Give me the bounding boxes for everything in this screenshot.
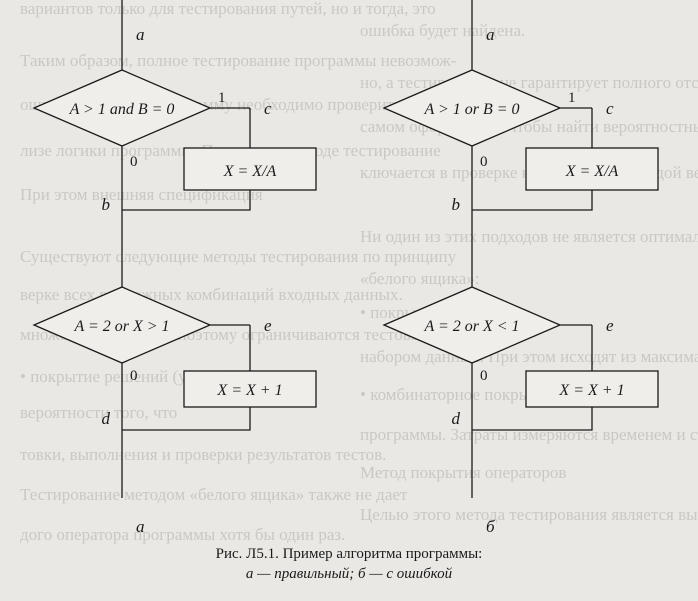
process-1-statement: X = X/A	[223, 163, 277, 180]
bleed-through-line: товки, выполнения и проверки результатов…	[20, 445, 386, 464]
flowchart-figure: вариантов только для тестирования путей,…	[20, 0, 698, 544]
bleed-through-line: Метод покрытия операторов	[360, 463, 566, 482]
flow-line-merge-2	[472, 407, 593, 431]
branch-label-false-1: 0	[130, 154, 138, 170]
flowchart-b: a A > 1 or B = 0 1 c X = X/A 0 b A = 2 or X < 1…	[382, 0, 659, 536]
bleed-through-line: программы. Затраты измеряются временем и…	[360, 425, 698, 444]
branch-label-false-2: 0	[480, 368, 488, 384]
flowchart-a: a A > 1 and B = 0 1 c X = X/A 0 b A = 2 or X > …	[32, 0, 317, 536]
process-2-statement: X = X + 1	[216, 382, 282, 399]
bleed-through-line: Целью этого метода тестирования является…	[360, 505, 698, 524]
bleed-through-line: ошибка будет найдена.	[360, 21, 525, 40]
decision-1-condition: A > 1 and B = 0	[69, 101, 175, 118]
path-label-c: c	[264, 99, 272, 118]
process-box-2	[183, 370, 317, 408]
bleed-through-line: набором данных. При этом исходят из макс…	[360, 347, 698, 366]
bleed-through-line: верке всех возможных комбинаций входных …	[20, 285, 403, 304]
subfigure-letter: б	[486, 517, 495, 536]
path-label-a: a	[136, 25, 145, 44]
bleed-through-line: дого оператора программы хотя бы один ра…	[20, 525, 345, 544]
process-box-1	[525, 147, 659, 191]
flow-line-merge-1	[122, 190, 251, 211]
path-label-a: a	[486, 25, 495, 44]
branch-label-false-2: 0	[130, 368, 138, 384]
path-label-e: e	[264, 316, 272, 335]
subfigure-letter: a	[136, 517, 145, 536]
flow-line-merge-2	[122, 407, 251, 431]
process-2-statement: X = X + 1	[558, 382, 624, 399]
bleed-through-line: «белого ящика»:	[360, 269, 480, 288]
figure-caption-subtitle: а — правильный; б — с ошибкой	[245, 566, 453, 582]
bleed-through-line: Таким образом, полное тестирование прогр…	[20, 51, 457, 70]
path-label-c: c	[606, 99, 614, 118]
path-label-b: b	[102, 195, 111, 214]
branch-label-true-1: 1	[218, 90, 226, 106]
path-label-b: b	[452, 195, 461, 214]
bleed-through-line: вариантов только для тестирования путей,…	[20, 0, 436, 18]
path-label-d: d	[452, 409, 461, 428]
branch-label-true-1: 1	[568, 90, 576, 106]
branch-label-false-1: 0	[480, 154, 488, 170]
process-1-statement: X = X/A	[565, 163, 619, 180]
path-label-e: e	[606, 316, 614, 335]
bleed-through-line: Ни один из этих подходов не является опт…	[360, 227, 698, 246]
figure-caption-title: Рис. Л5.1. Пример алгоритма программы:	[215, 546, 483, 562]
decision-2-condition: A = 2 or X > 1	[73, 318, 169, 335]
flow-line-merge-1	[472, 190, 593, 211]
decision-2-condition: A = 2 or X < 1	[423, 318, 519, 335]
bleed-through-line: Тестирование методом «белого ящика» такж…	[20, 485, 408, 504]
path-label-d: d	[102, 409, 111, 428]
process-box-1	[183, 147, 317, 191]
decision-1-condition: A > 1 or B = 0	[423, 101, 519, 118]
bleed-through-line: Существуют следующие методы тестирования…	[20, 247, 457, 266]
bleed-through-line: но, а тестирование не гарантирует полног…	[360, 73, 698, 92]
bleed-through-line: вероятности того, что	[20, 403, 177, 422]
